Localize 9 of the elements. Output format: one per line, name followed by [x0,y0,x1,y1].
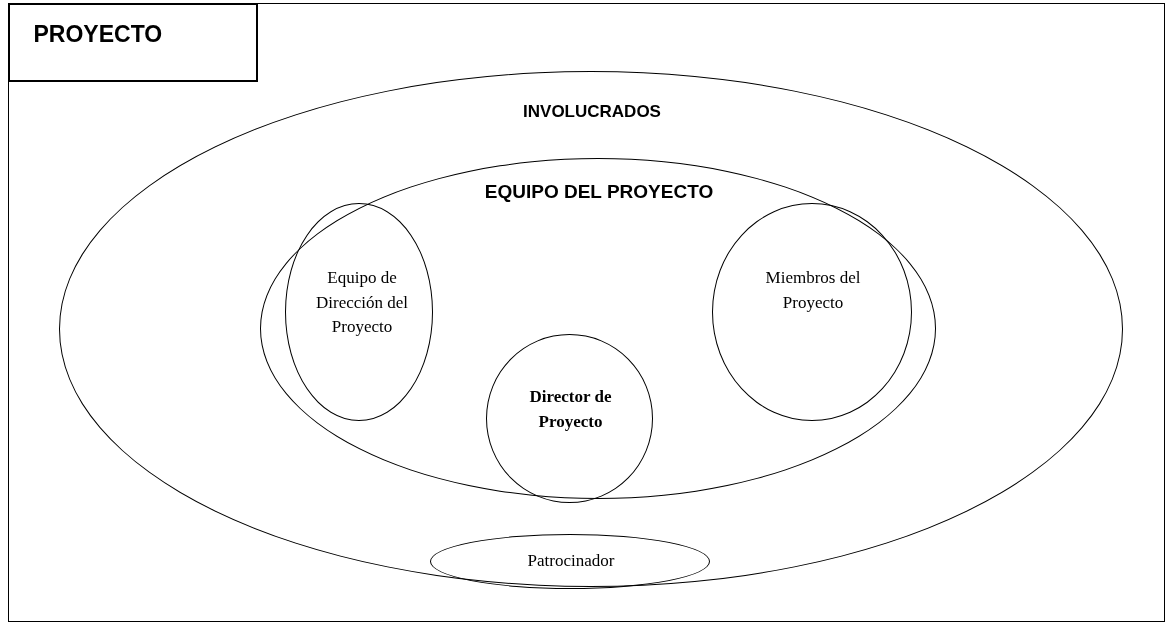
node-label: Director de Proyecto [528,386,613,433]
node-label: Equipo de Dirección del Proyecto [314,267,409,339]
group-title: INVOLUCRADOS [522,102,662,122]
group-title: EQUIPO DEL PROYECTO [483,181,715,203]
node-label: Miembros del Proyecto [764,267,862,314]
project-frame [8,3,1165,622]
node-label: Patrocinador [526,550,616,572]
heading-tab: PROYECTO [7,2,258,82]
director-circle [486,334,653,503]
